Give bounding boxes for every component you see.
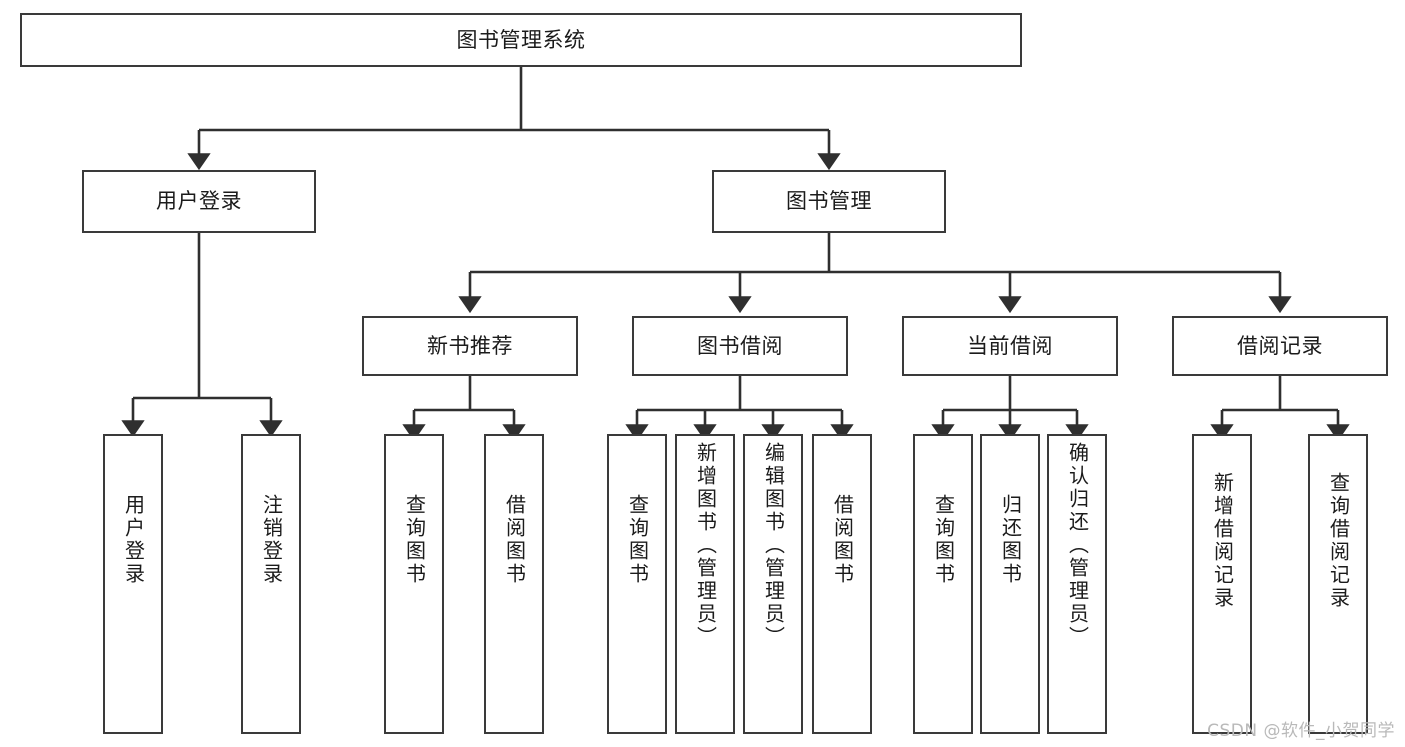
leaf-borrow-record-query[interactable]: 查询借阅记录: [1308, 434, 1368, 734]
leaf-borrow-record-query-label: 查询借阅记录: [1326, 472, 1351, 610]
leaf-user-login-signout-label: 注销登录: [259, 494, 284, 586]
leaf-book-borrow-add-label: 新增图书（管理员）: [693, 442, 718, 649]
leaf-user-login-signout[interactable]: 注销登录: [241, 434, 301, 734]
node-book-management[interactable]: 图书管理: [712, 170, 946, 233]
leaf-current-borrow-return[interactable]: 归还图书: [980, 434, 1040, 734]
leaf-book-borrow-lend[interactable]: 借阅图书: [812, 434, 872, 734]
leaf-current-borrow-query[interactable]: 查询图书: [913, 434, 973, 734]
leaf-new-book-query-label: 查询图书: [402, 494, 427, 586]
node-book-borrow[interactable]: 图书借阅: [632, 316, 848, 376]
node-root[interactable]: 图书管理系统: [20, 13, 1022, 67]
leaf-borrow-record-add[interactable]: 新增借阅记录: [1192, 434, 1252, 734]
leaf-book-borrow-add[interactable]: 新增图书（管理员）: [675, 434, 735, 734]
node-current-borrow[interactable]: 当前借阅: [902, 316, 1118, 376]
leaf-book-borrow-edit[interactable]: 编辑图书（管理员）: [743, 434, 803, 734]
leaf-current-borrow-confirm[interactable]: 确认归还（管理员）: [1047, 434, 1107, 734]
leaf-new-book-borrow-label: 借阅图书: [502, 494, 527, 586]
node-borrow-record-label: 借阅记录: [1237, 333, 1323, 358]
leaf-user-login-signin[interactable]: 用户登录: [103, 434, 163, 734]
leaf-book-borrow-query[interactable]: 查询图书: [607, 434, 667, 734]
leaf-borrow-record-add-label: 新增借阅记录: [1210, 472, 1235, 610]
node-new-book-recommend[interactable]: 新书推荐: [362, 316, 578, 376]
node-book-borrow-label: 图书借阅: [697, 333, 783, 358]
leaf-user-login-signin-label: 用户登录: [121, 494, 146, 586]
node-user-login[interactable]: 用户登录: [82, 170, 316, 233]
leaf-book-borrow-edit-label: 编辑图书（管理员）: [761, 442, 786, 649]
node-book-management-label: 图书管理: [786, 189, 872, 214]
leaf-current-borrow-query-label: 查询图书: [931, 494, 956, 586]
leaf-book-borrow-query-label: 查询图书: [625, 494, 650, 586]
node-borrow-record[interactable]: 借阅记录: [1172, 316, 1388, 376]
node-user-login-label: 用户登录: [156, 189, 242, 214]
node-current-borrow-label: 当前借阅: [967, 333, 1053, 358]
leaf-new-book-borrow[interactable]: 借阅图书: [484, 434, 544, 734]
leaf-new-book-query[interactable]: 查询图书: [384, 434, 444, 734]
node-new-book-recommend-label: 新书推荐: [427, 333, 513, 358]
leaf-book-borrow-lend-label: 借阅图书: [830, 494, 855, 586]
csdn-watermark: CSDN @软件_小贺同学: [1207, 721, 1395, 741]
leaf-current-borrow-confirm-label: 确认归还（管理员）: [1065, 442, 1090, 649]
leaf-current-borrow-return-label: 归还图书: [998, 494, 1023, 586]
node-root-label: 图书管理系统: [456, 27, 586, 52]
